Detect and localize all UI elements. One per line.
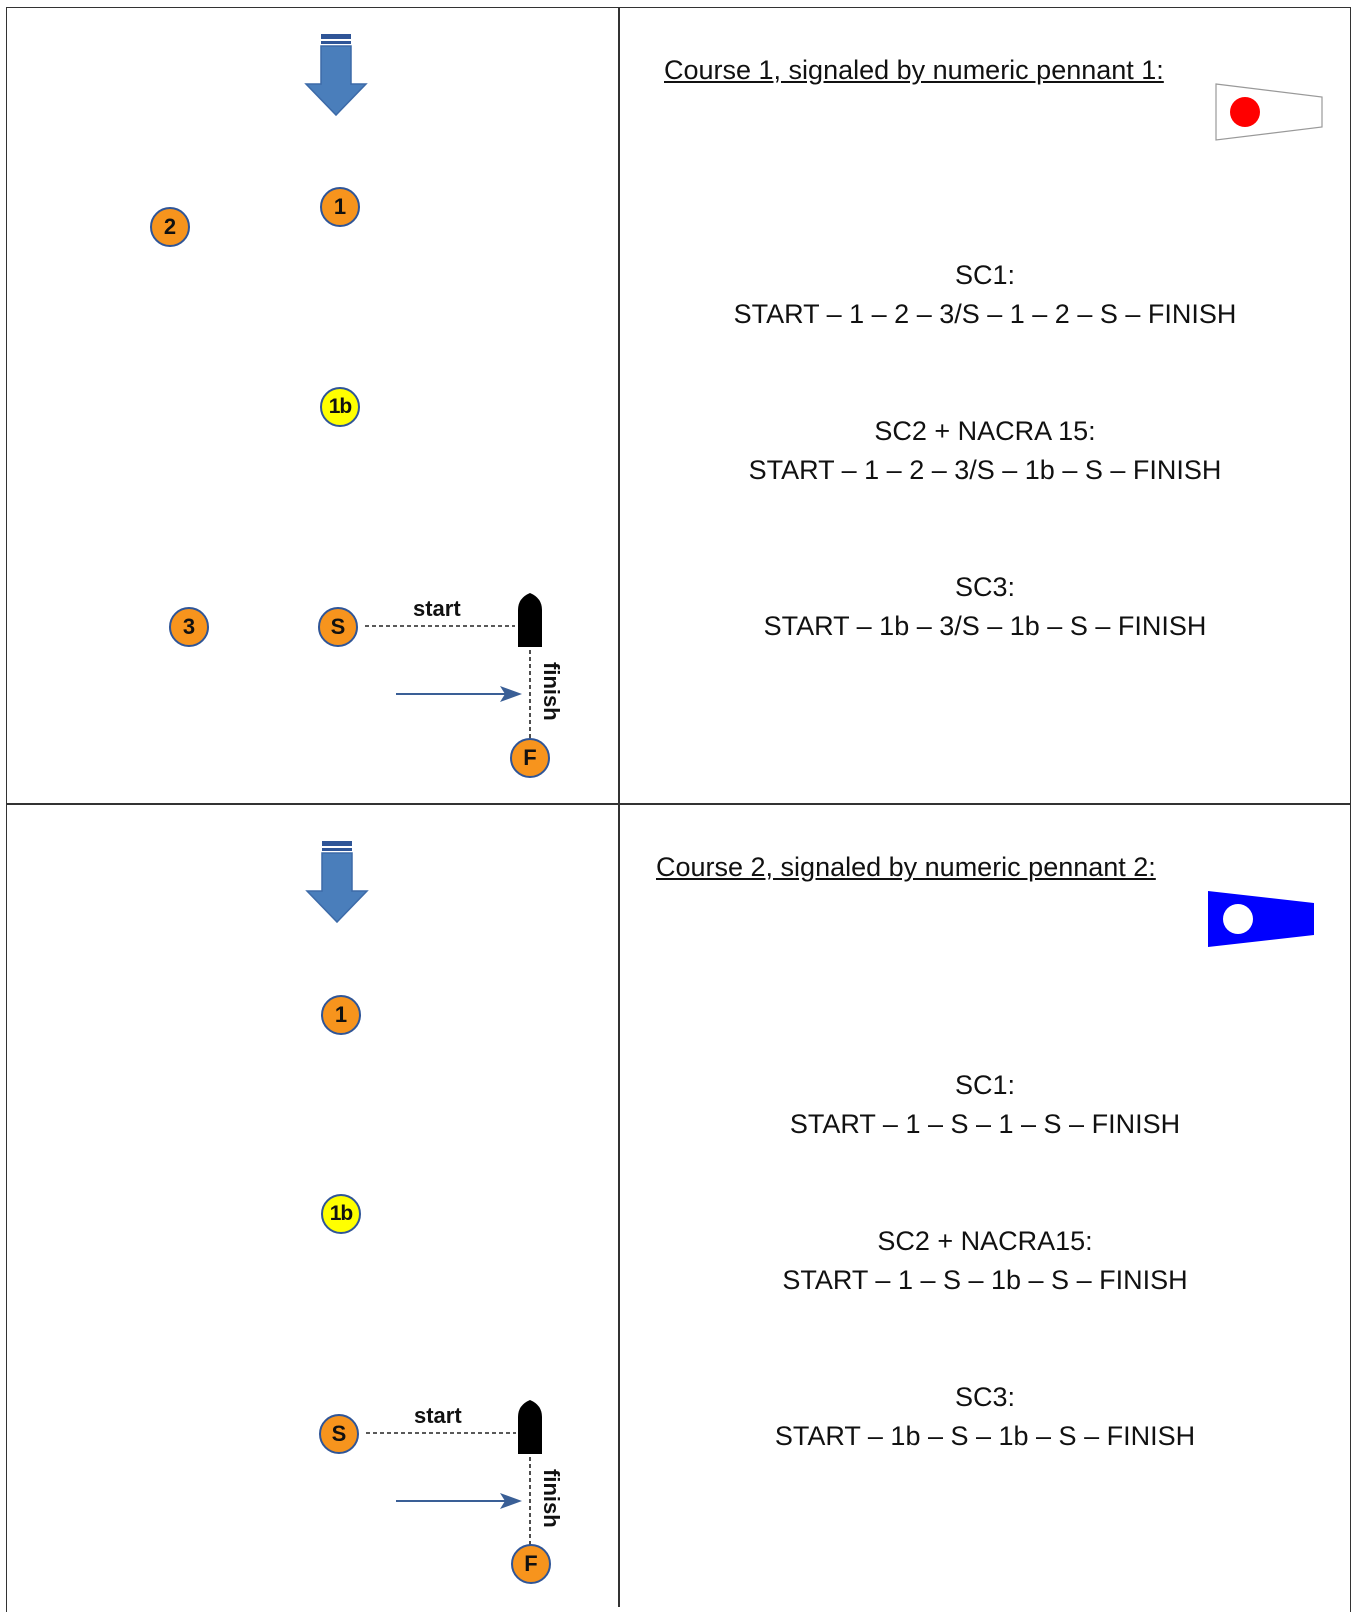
sc1-route: START – 1 – 2 – 3/S – 1 – 2 – S – FINISH: [733, 299, 1237, 329]
mark-2: 2: [150, 207, 190, 247]
course-row-1: 1 2 1b 3 S F start finish Course 1, sign…: [0, 0, 1357, 800]
sc3-name: SC3:: [954, 572, 1016, 602]
sc3-route: START – 1b – 3/S – 1b – S – FINISH: [763, 611, 1207, 641]
mark-s: S: [318, 607, 358, 647]
mark-f: F: [511, 1544, 551, 1584]
mark-s: S: [319, 1414, 359, 1454]
course-2-title: Course 2, signaled by numeric pennant 2:: [656, 852, 1156, 882]
finish-approach-arrow-icon: [396, 686, 522, 702]
sc2-route: START – 1 – S – 1b – S – FINISH: [782, 1265, 1188, 1295]
mark-3: 3: [169, 607, 209, 647]
wind-arrow-icon: [304, 34, 368, 117]
sc1-name: SC1:: [954, 1070, 1016, 1100]
course-1-title: Course 1, signaled by numeric pennant 1:: [664, 55, 1164, 85]
course-2-sc1: SC1: START – 1 – S – 1 – S – FINISH: [620, 1066, 1350, 1144]
sc3-name: SC3:: [954, 1382, 1016, 1412]
start-label: start: [413, 596, 461, 621]
course-2-diagram: 1 1b S F start finish: [0, 807, 618, 1607]
course-1-description: Course 1, signaled by numeric pennant 1:…: [620, 0, 1350, 800]
mark-1b: 1b: [321, 1194, 361, 1234]
course-2-diagram-lines: [305, 841, 542, 1547]
course-1-sc1: SC1: START – 1 – 2 – 3/S – 1 – 2 – S – F…: [620, 256, 1350, 334]
mark-f: F: [510, 738, 550, 778]
course-1-diagram-lines: [304, 34, 542, 740]
course-2-sc2: SC2 + NACRA15: START – 1 – S – 1b – S – …: [620, 1222, 1350, 1300]
numeric-pennant-2-icon: [1208, 891, 1314, 947]
course-2-description: Course 2, signaled by numeric pennant 2:…: [620, 807, 1350, 1607]
finish-approach-arrow-icon: [396, 1493, 522, 1509]
finish-label: finish: [539, 1469, 564, 1528]
sc1-route: START – 1 – S – 1 – S – FINISH: [789, 1109, 1181, 1139]
finish-label: finish: [539, 662, 564, 721]
start-label: start: [414, 1403, 462, 1428]
mark-1b: 1b: [320, 387, 360, 427]
course-2-sc3: SC3: START – 1b – S – 1b – S – FINISH: [620, 1378, 1350, 1456]
wind-arrow-icon: [305, 841, 369, 924]
course-1-diagram: 1 2 1b 3 S F start finish: [0, 0, 618, 800]
course-1-sc3: SC3: START – 1b – 3/S – 1b – S – FINISH: [620, 568, 1350, 646]
mark-1: 1: [321, 995, 361, 1035]
numeric-pennant-1-icon: [1215, 83, 1323, 141]
sc1-name: SC1:: [954, 260, 1016, 290]
sc2-route: START – 1 – 2 – 3/S – 1b – S – FINISH: [748, 455, 1222, 485]
committee-boat-icon: [518, 593, 542, 647]
course-row-2: 1 1b S F start finish Course 2, signaled…: [0, 807, 1357, 1607]
course-table: [6, 7, 1351, 1612]
mark-1: 1: [320, 187, 360, 227]
course-1-sc2: SC2 + NACRA 15: START – 1 – 2 – 3/S – 1b…: [620, 412, 1350, 490]
column-divider: [618, 7, 620, 1607]
sc3-route: START – 1b – S – 1b – S – FINISH: [774, 1421, 1196, 1451]
sc2-name: SC2 + NACRA15:: [877, 1226, 1093, 1256]
row-divider: [6, 803, 1351, 805]
committee-boat-icon: [518, 1400, 542, 1454]
sc2-name: SC2 + NACRA 15:: [874, 416, 1096, 446]
